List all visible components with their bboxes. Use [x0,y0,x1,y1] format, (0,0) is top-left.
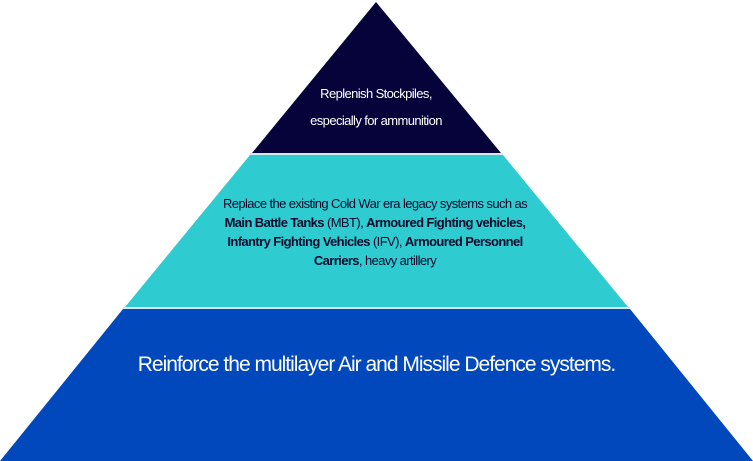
pyramid-tier-bottom [0,309,753,461]
text-segment: (IFV), [369,234,405,249]
pyramid-tier-middle [125,155,628,307]
bold-text: Main Battle Tanks [224,215,325,230]
pyramid-tier-top [252,2,501,153]
tier-bottom-text: Reinforce the multilayer Air and Missile… [137,353,617,376]
tier-top-line2: especially for ammunition [310,113,442,128]
text-segment: Replace the existing Cold War era legacy… [222,196,528,211]
text-segment: , heavy artillery [358,253,437,268]
tier-top-text: Replenish Stockpiles, especially for amm… [240,86,512,128]
tier-middle-text: Replace the existing Cold War era legacy… [210,194,540,270]
tier-top-line1: Replenish Stockpiles, [320,86,432,101]
bold-text: Armoured Personnel Carriers [313,234,523,268]
bold-text: Armoured Fighting vehicles, Infantry Fig… [227,215,526,249]
text-segment: (MBT), [323,215,367,230]
